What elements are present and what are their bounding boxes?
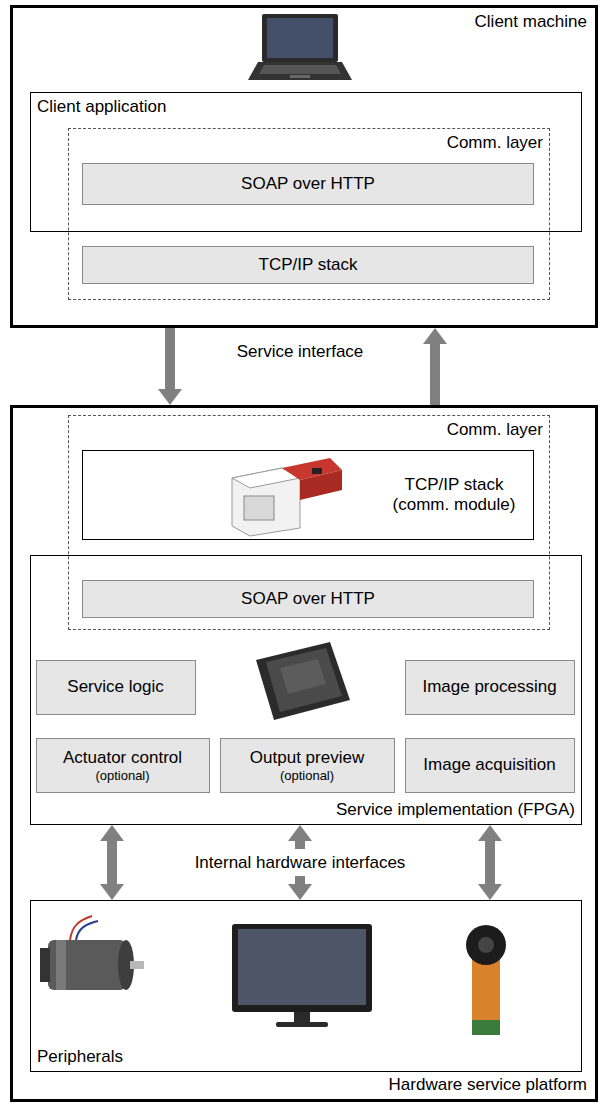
- note-text: (optional): [280, 768, 334, 783]
- node-label: Output preview: [250, 748, 364, 768]
- arrow-shaft: [107, 840, 117, 885]
- monitor-picture: [232, 924, 372, 1027]
- chip-marking: [280, 659, 326, 694]
- node-label: Comm. layer: [447, 133, 543, 153]
- arrow-head: [288, 825, 312, 841]
- arrow-head: [478, 884, 502, 900]
- arrow-shaft: [485, 840, 495, 885]
- motor-wire: [76, 921, 98, 940]
- node-label: Image acquisition: [423, 755, 555, 775]
- camera-lens: [478, 937, 494, 953]
- laptop-display: [267, 18, 333, 58]
- function-box: Service logic: [36, 660, 196, 715]
- laptop-screen: [262, 14, 338, 62]
- platform-frame: Hardware service platform Comm. layerTCP/…: [10, 405, 598, 1102]
- laptop-keyboard: [259, 65, 341, 74]
- arrow-shaft: [430, 343, 440, 405]
- monitor-neck: [294, 1012, 310, 1022]
- arrow-head: [478, 825, 502, 841]
- node-label: Hardware service platform: [389, 1075, 587, 1095]
- application-box: Client application: [30, 92, 582, 232]
- motor-end-cap: [40, 948, 50, 982]
- peripherals-box: Peripherals: [30, 900, 582, 1072]
- machine-frame: Client machineClient applicationComm. la…: [10, 5, 598, 328]
- node-label: Service logic: [67, 677, 163, 697]
- motor-picture: [40, 916, 144, 990]
- node-label: TCP/IP stack: [259, 255, 358, 275]
- monitor-screen: [238, 929, 366, 1005]
- interface-arrow: [478, 825, 502, 900]
- interface-label: Internal hardware interfaces: [192, 853, 409, 872]
- protocol-box: TCP/IP stack: [82, 246, 534, 284]
- laptop-picture: [248, 14, 352, 80]
- function-box: Output preview(optional): [220, 738, 395, 793]
- camera-ribbon: [472, 955, 500, 1035]
- interface-arrow: [100, 825, 124, 900]
- chip-top: [266, 648, 342, 712]
- chip-package: [256, 642, 350, 720]
- function-box: Actuator control(optional): [36, 738, 210, 793]
- arrow-shaft: [165, 328, 175, 390]
- laptop-base: [248, 62, 352, 80]
- label-holder: Service interface: [234, 342, 367, 362]
- node-label: Image processing: [422, 677, 556, 697]
- node-label: Client application: [37, 97, 166, 117]
- motor-shaft: [130, 961, 144, 969]
- arrow-shaft: [295, 876, 305, 885]
- motor-band: [56, 940, 66, 990]
- protocol-box: SOAP over HTTP: [82, 580, 534, 618]
- fpga-chip-picture: [256, 642, 350, 720]
- node-label: SOAP over HTTP: [241, 589, 375, 609]
- interface-arrow: [423, 328, 447, 405]
- label-holder: Internal hardware interfaces: [192, 853, 409, 873]
- function-box: Image acquisition: [405, 738, 575, 793]
- arrow-head: [100, 884, 124, 900]
- interface-label: Service interface: [234, 342, 367, 361]
- module-chip: [312, 468, 322, 474]
- node-label: SOAP over HTTP: [241, 174, 375, 194]
- comm-module-picture: [232, 458, 342, 536]
- monitor-foot: [276, 1022, 328, 1027]
- node-label: Client machine: [475, 12, 587, 32]
- function-box: Image processing: [405, 660, 575, 715]
- note-text: (optional): [95, 768, 149, 783]
- protocol-box: SOAP over HTTP: [82, 163, 534, 205]
- arrow-head: [423, 328, 447, 344]
- layer-region: Comm. layerTCP/IP stack (comm. module) SO…: [68, 415, 550, 630]
- node-label: Service implementation (FPGA): [336, 800, 575, 820]
- arrow-head: [158, 389, 182, 405]
- node-label: Comm. layer: [447, 420, 543, 440]
- camera-picture: [466, 925, 506, 1035]
- module-box: TCP/IP stack (comm. module): [82, 450, 534, 540]
- arrow-head: [288, 884, 312, 900]
- laptop-touchpad: [290, 75, 310, 78]
- arrow-head: [100, 825, 124, 841]
- module-port: [244, 496, 274, 520]
- node-label: Actuator control: [63, 748, 182, 768]
- interface-arrow: [158, 328, 182, 405]
- camera-housing: [466, 925, 506, 965]
- layer-region: Comm. layerSOAP over HTTP TCP/IP stack: [68, 128, 550, 300]
- monitor-bezel: [232, 924, 372, 1012]
- arrow-shaft: [295, 840, 305, 849]
- node-label: TCP/IP stack (comm. module): [389, 475, 519, 515]
- module-pcb-side: [300, 470, 342, 500]
- node-label: Peripherals: [37, 1047, 123, 1067]
- module-housing: [232, 468, 300, 536]
- motor-body: [48, 940, 126, 990]
- camera-connector: [472, 1020, 500, 1035]
